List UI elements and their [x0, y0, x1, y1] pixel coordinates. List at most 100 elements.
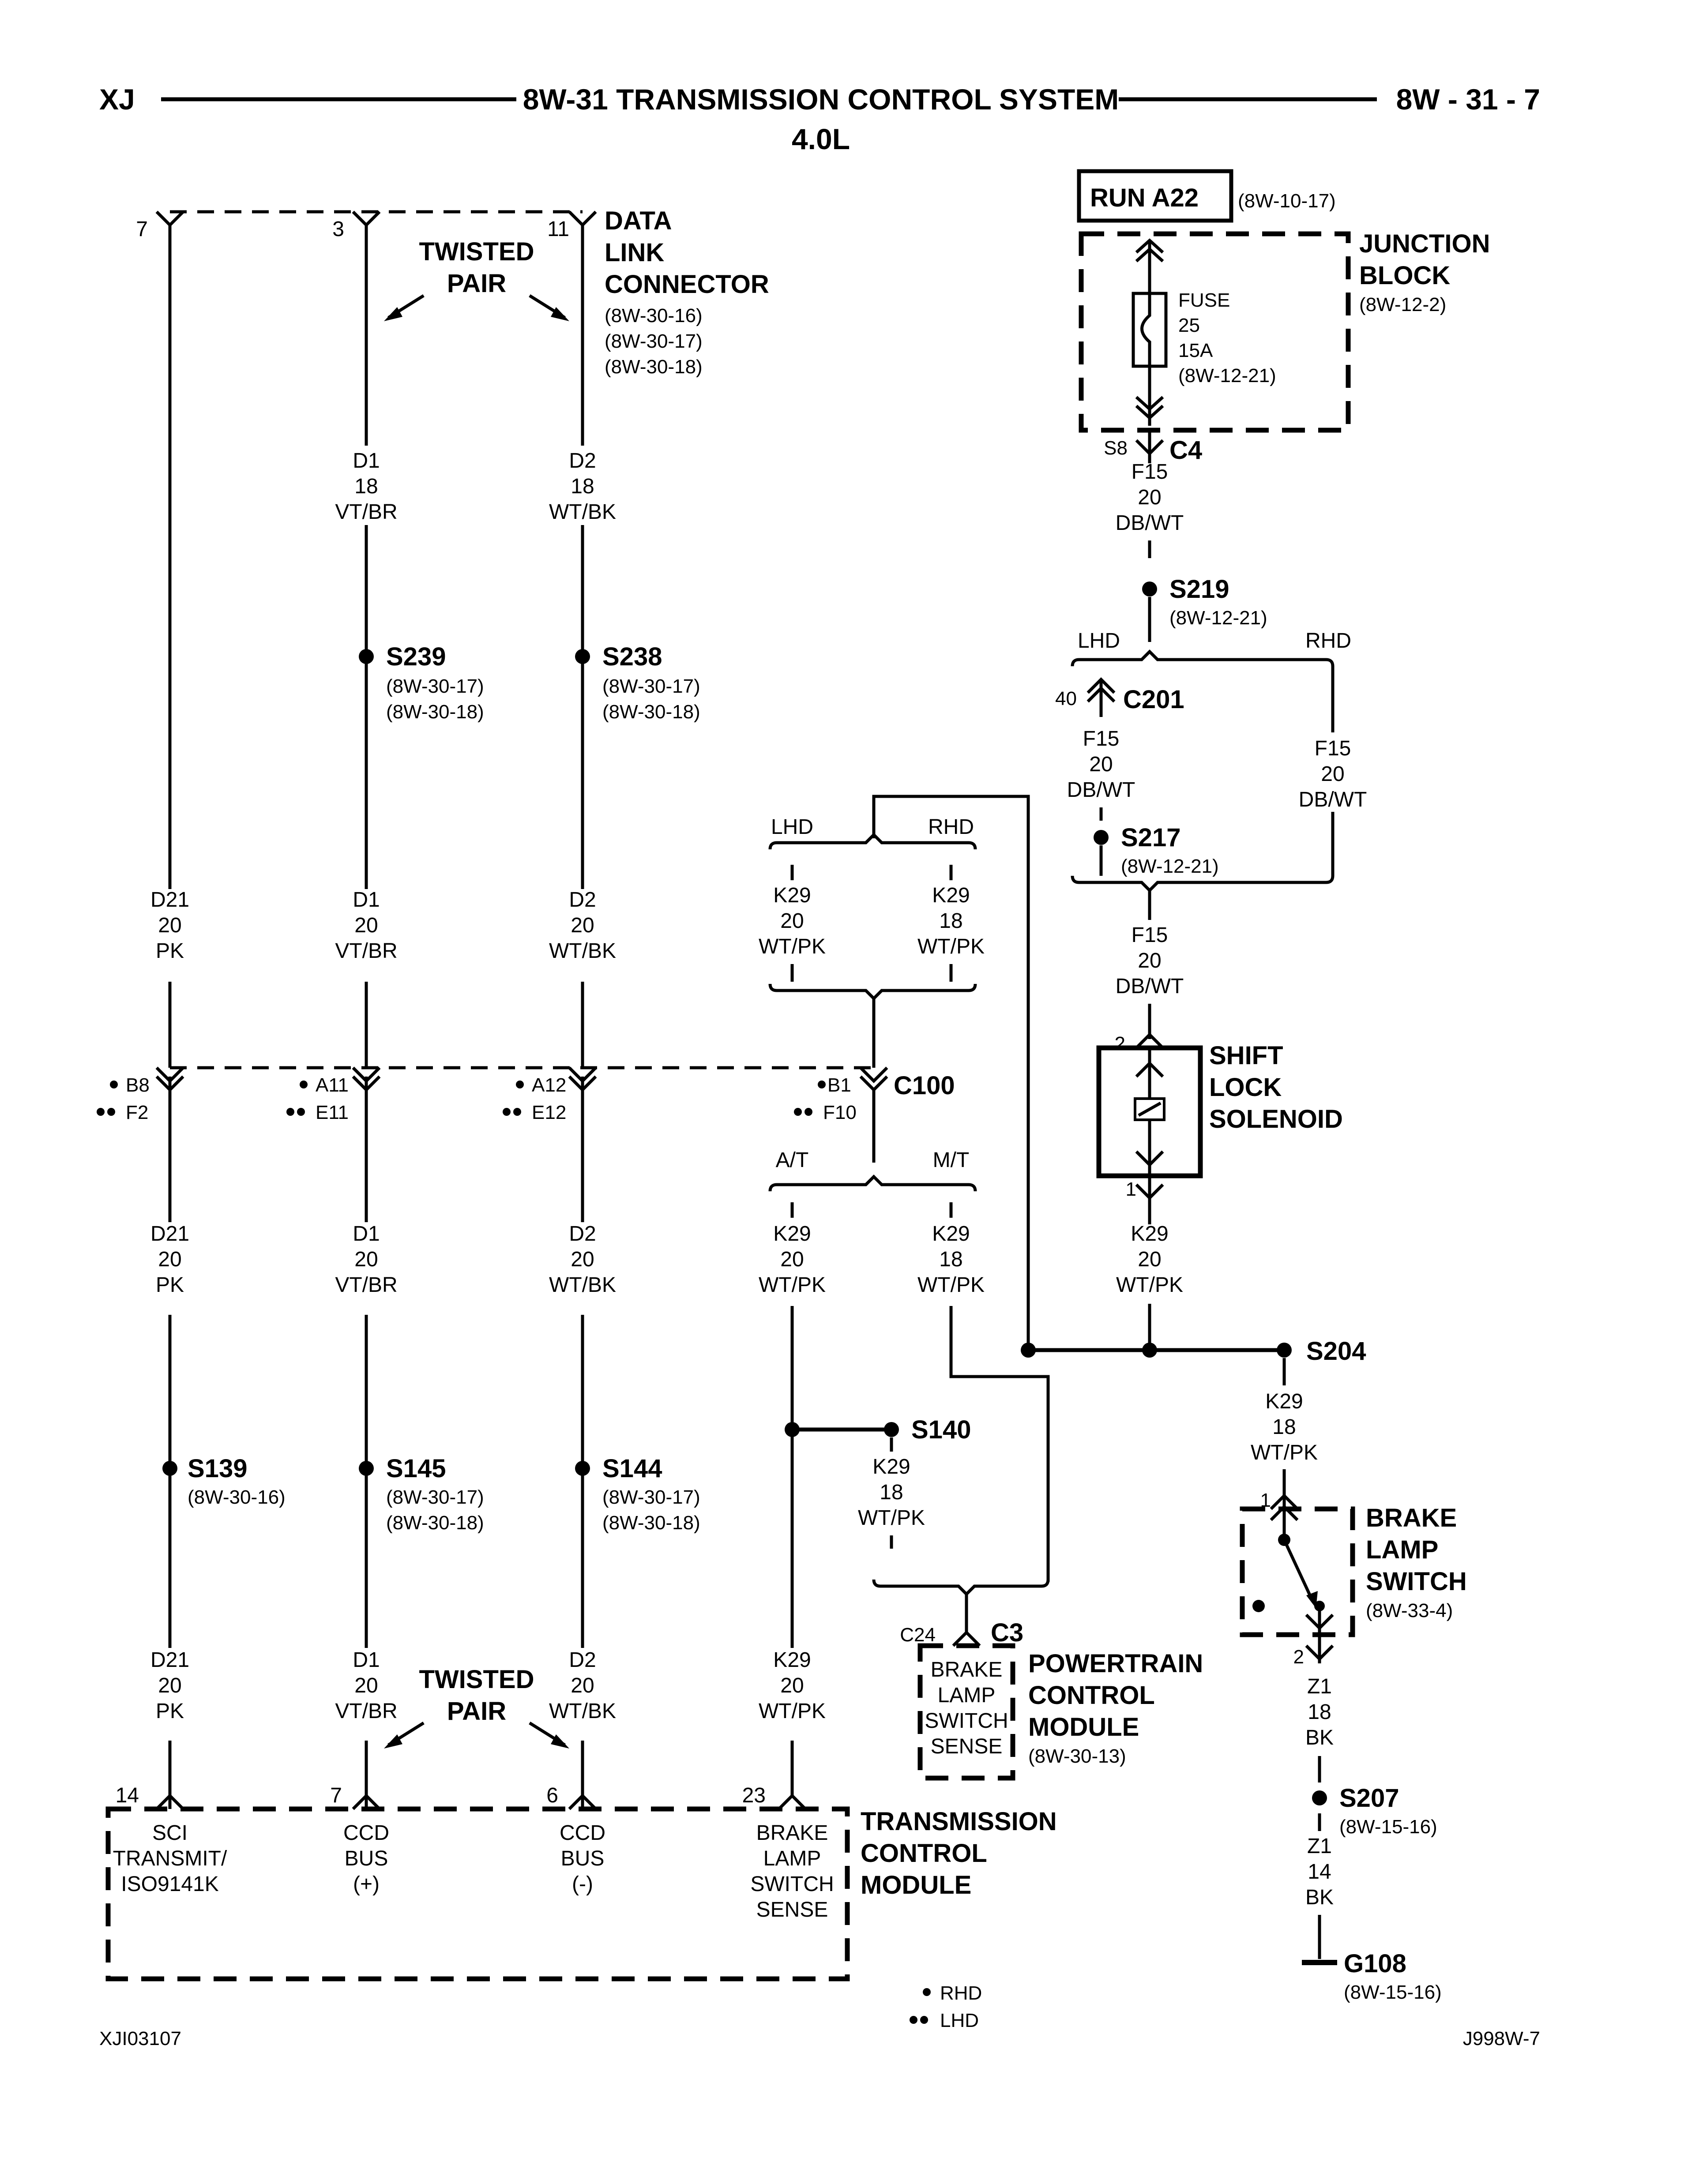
header-model: XJ	[99, 83, 135, 116]
svg-text:(8W-12-2): (8W-12-2)	[1359, 294, 1446, 315]
svg-text:(8W-30-17): (8W-30-17)	[602, 1486, 700, 1508]
svg-text:F15: F15	[1132, 923, 1168, 947]
svg-text:2: 2	[1293, 1646, 1304, 1668]
svg-text:40: 40	[1055, 688, 1077, 709]
ground-g108: G108 (8W-15-16)	[1302, 1949, 1442, 2003]
legend-rhd: RHD	[940, 1982, 982, 2004]
dlc-title-3: CONNECTOR	[605, 270, 769, 299]
svg-text:PAIR: PAIR	[447, 1697, 506, 1726]
svg-text:WT/BK: WT/BK	[549, 939, 616, 963]
svg-text:F15: F15	[1132, 460, 1168, 484]
svg-text:20: 20	[571, 1674, 594, 1697]
svg-text:A12: A12	[532, 1074, 566, 1096]
svg-text:15A: 15A	[1178, 340, 1213, 361]
svg-text:23: 23	[742, 1784, 766, 1807]
wire-f15-lower: F15 20 DB/WT	[1116, 923, 1184, 1039]
svg-text:VT/BR: VT/BR	[335, 939, 397, 963]
twisted-pair-line2: PAIR	[447, 269, 506, 298]
svg-text:VT/BR: VT/BR	[335, 500, 397, 524]
dlc-pin-11-terminal	[568, 210, 597, 227]
svg-text:LHD: LHD	[1078, 629, 1120, 653]
svg-text:(8W-30-13): (8W-30-13)	[1028, 1745, 1126, 1767]
svg-text:20: 20	[780, 909, 804, 933]
svg-text:(8W-12-21): (8W-12-21)	[1169, 607, 1267, 629]
svg-text:SOLENOID: SOLENOID	[1209, 1105, 1343, 1133]
label-d21-lower: D21 20 PK	[150, 1648, 189, 1723]
dlc-pin-3: 3	[332, 218, 344, 241]
svg-text:MODULE: MODULE	[1028, 1713, 1139, 1741]
splice-s239: S239 (8W-30-17) (8W-30-18)	[359, 642, 484, 723]
svg-text:S139: S139	[188, 1454, 247, 1483]
svg-text:JUNCTION: JUNCTION	[1359, 229, 1490, 258]
svg-text:S207: S207	[1339, 1784, 1399, 1812]
svg-text:20: 20	[1138, 486, 1161, 509]
svg-text:WT/PK: WT/PK	[858, 1506, 925, 1530]
svg-text:(8W-30-18): (8W-30-18)	[602, 1512, 700, 1534]
svg-text:BLOCK: BLOCK	[1359, 261, 1450, 290]
svg-text:G108: G108	[1344, 1949, 1406, 1978]
splice-s219: S219 (8W-12-21)	[1142, 575, 1267, 642]
svg-text:TRANSMIT/: TRANSMIT/	[113, 1847, 227, 1870]
svg-text:20: 20	[1138, 1248, 1161, 1271]
svg-text:A/T: A/T	[776, 1148, 809, 1172]
svg-text:1: 1	[1126, 1178, 1136, 1200]
svg-text:RUN A22: RUN A22	[1090, 184, 1199, 212]
svg-text:18: 18	[1272, 1415, 1296, 1439]
svg-text:18: 18	[1308, 1700, 1331, 1724]
svg-text:20: 20	[158, 914, 181, 937]
svg-text:(8W-15-16): (8W-15-16)	[1344, 1981, 1442, 2003]
dlc-ref-1: (8W-30-16)	[605, 305, 703, 326]
svg-text:D1: D1	[353, 1222, 380, 1246]
svg-text:MODULE: MODULE	[861, 1871, 971, 1899]
splice-s217: S217 (8W-12-21)	[1071, 823, 1335, 920]
run-a22-feed: RUN A22 (8W-10-17)	[1077, 169, 1336, 223]
label-k29-lower: K29 20 WT/PK	[759, 1648, 826, 1723]
svg-text:CCD: CCD	[343, 1821, 389, 1845]
svg-text:K29: K29	[932, 1222, 970, 1246]
svg-text:TRANSMISSION: TRANSMISSION	[861, 1807, 1057, 1836]
svg-text:S144: S144	[602, 1454, 662, 1483]
svg-text:PK: PK	[156, 1700, 184, 1723]
svg-text:WT/PK: WT/PK	[917, 935, 985, 958]
f15-lhd-rhd-branch: LHD RHD F15 20 DB/WT	[1071, 629, 1367, 876]
label-d1-20-upper: D1 20 VT/BR	[335, 888, 397, 963]
svg-text:C4: C4	[1169, 436, 1202, 465]
svg-text:Z1: Z1	[1307, 1675, 1332, 1698]
connector-c201: 40 C201 F15 20 DB/WT	[1055, 677, 1184, 821]
svg-text:S219: S219	[1169, 575, 1229, 604]
splice-s238: S238 (8W-30-17) (8W-30-18)	[575, 642, 700, 723]
svg-text:B1: B1	[827, 1074, 851, 1096]
svg-text:K29: K29	[1131, 1222, 1168, 1246]
label-d2-18: D2 18 WT/BK	[549, 449, 616, 524]
footer-code-left: XJI03107	[99, 2028, 181, 2049]
svg-text:F10: F10	[823, 1102, 857, 1123]
dlc-title-2: LINK	[605, 238, 664, 267]
svg-text:B8: B8	[126, 1074, 150, 1096]
svg-text:DB/WT: DB/WT	[1116, 975, 1184, 998]
svg-text:20: 20	[571, 914, 594, 937]
svg-text:BRAKE: BRAKE	[1366, 1504, 1457, 1532]
svg-text:S204: S204	[1306, 1337, 1366, 1366]
label-d1-20-middle: D1 20 VT/BR	[335, 1222, 397, 1297]
svg-text:SWITCH: SWITCH	[925, 1709, 1008, 1733]
svg-text:(8W-12-21): (8W-12-21)	[1121, 856, 1219, 877]
twisted-pair-line1: TWISTED	[419, 237, 534, 266]
header-page: 8W - 31 - 7	[1396, 83, 1540, 116]
splice-s144: S144 (8W-30-17) (8W-30-18)	[575, 1454, 700, 1534]
svg-text:VT/BR: VT/BR	[335, 1273, 397, 1297]
label-d1-18: D1 18 VT/BR	[335, 449, 397, 524]
svg-text:20: 20	[1321, 762, 1344, 786]
svg-text:DB/WT: DB/WT	[1067, 778, 1135, 802]
svg-text:S8: S8	[1104, 437, 1128, 459]
svg-text:(8W-15-16): (8W-15-16)	[1339, 1816, 1437, 1838]
svg-text:S238: S238	[602, 642, 662, 671]
label-d21-upper: D21 20 PK	[150, 888, 189, 963]
svg-text:FUSE: FUSE	[1178, 289, 1230, 311]
svg-text:K29: K29	[773, 1648, 811, 1672]
svg-text:K29: K29	[872, 1455, 910, 1479]
svg-text:SCI: SCI	[152, 1821, 188, 1845]
junction-block: JUNCTION BLOCK (8W-12-2) FUSE 25 15A (8W…	[1079, 229, 1490, 433]
svg-text:CONTROL: CONTROL	[1028, 1681, 1155, 1710]
svg-text:SWITCH: SWITCH	[750, 1873, 834, 1896]
